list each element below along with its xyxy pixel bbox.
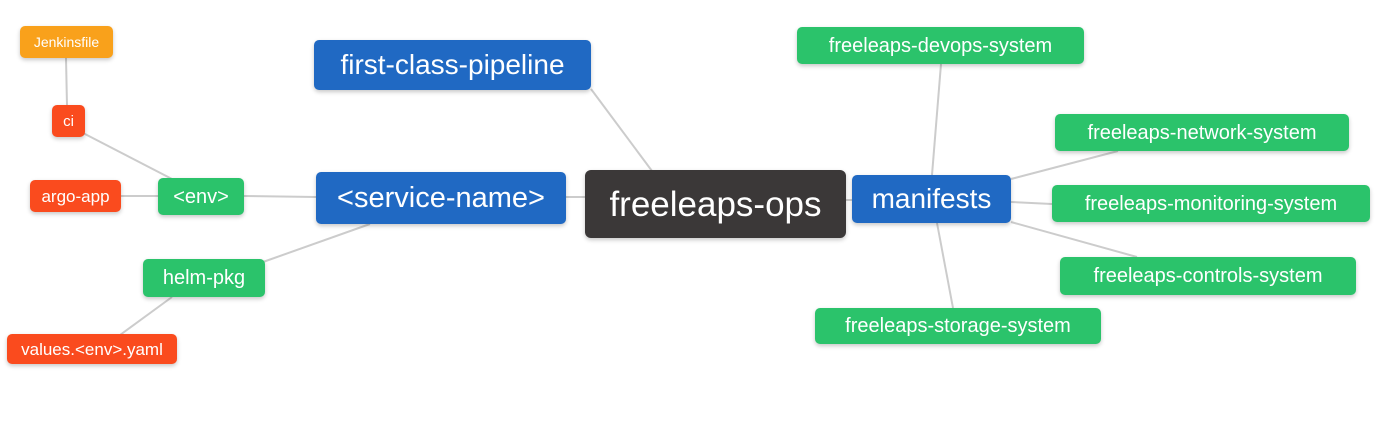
node-freeleaps-devops-system[interactable]: freeleaps-devops-system xyxy=(797,27,1084,64)
edge-ci-env xyxy=(82,132,173,180)
edge-jenkinsfile-ci xyxy=(65,57,68,107)
node-label: Jenkinsfile xyxy=(33,34,100,50)
edge-values-helm xyxy=(119,296,173,336)
node-label: freeleaps-devops-system xyxy=(828,34,1053,57)
node-jenkinsfile[interactable]: Jenkinsfile xyxy=(20,26,113,58)
edge-manifests-network xyxy=(1010,150,1119,180)
node-values-env-yaml[interactable]: values.<env>.yaml xyxy=(7,334,177,364)
node-freeleaps-network-system[interactable]: freeleaps-network-system xyxy=(1055,114,1349,151)
node-first-class-pipeline[interactable]: first-class-pipeline xyxy=(314,40,591,90)
node-label: freeleaps-network-system xyxy=(1087,121,1317,144)
node-label: <service-name> xyxy=(337,181,545,214)
node-label: first-class-pipeline xyxy=(340,49,565,80)
node-env[interactable]: <env> xyxy=(158,178,244,215)
node-argo-app[interactable]: argo-app xyxy=(30,180,121,212)
edge-helm-service xyxy=(262,223,371,263)
node-manifests[interactable]: manifests xyxy=(852,175,1011,223)
node-service-name[interactable]: <service-name> xyxy=(316,172,566,224)
node-ci[interactable]: ci xyxy=(52,105,85,137)
node-label: freeleaps-ops xyxy=(609,184,822,224)
node-freeleaps-storage-system[interactable]: freeleaps-storage-system xyxy=(815,308,1101,344)
node-label: values.<env>.yaml xyxy=(21,339,163,359)
edge-manifests-devops xyxy=(931,63,942,176)
edge-manifests-monitoring xyxy=(1010,201,1053,205)
edge-manifests-controls xyxy=(1010,221,1138,258)
node-freeleaps-monitoring-system[interactable]: freeleaps-monitoring-system xyxy=(1052,185,1370,222)
node-label: freeleaps-storage-system xyxy=(845,315,1071,337)
node-freeleaps-ops-root[interactable]: freeleaps-ops xyxy=(585,170,846,238)
node-label: ci xyxy=(63,112,74,130)
node-label: freeleaps-monitoring-system xyxy=(1084,192,1338,215)
node-helm-pkg[interactable]: helm-pkg xyxy=(143,259,265,297)
node-label: argo-app xyxy=(41,186,110,206)
edge-env-service xyxy=(243,195,317,198)
edge-pipeline-ops xyxy=(590,88,653,172)
edge-manifests-storage xyxy=(936,222,954,309)
node-label: freeleaps-controls-system xyxy=(1093,265,1323,287)
node-label: helm-pkg xyxy=(162,267,246,289)
node-label: <env> xyxy=(173,185,229,208)
node-label: manifests xyxy=(871,183,992,214)
node-freeleaps-controls-system[interactable]: freeleaps-controls-system xyxy=(1060,257,1356,295)
